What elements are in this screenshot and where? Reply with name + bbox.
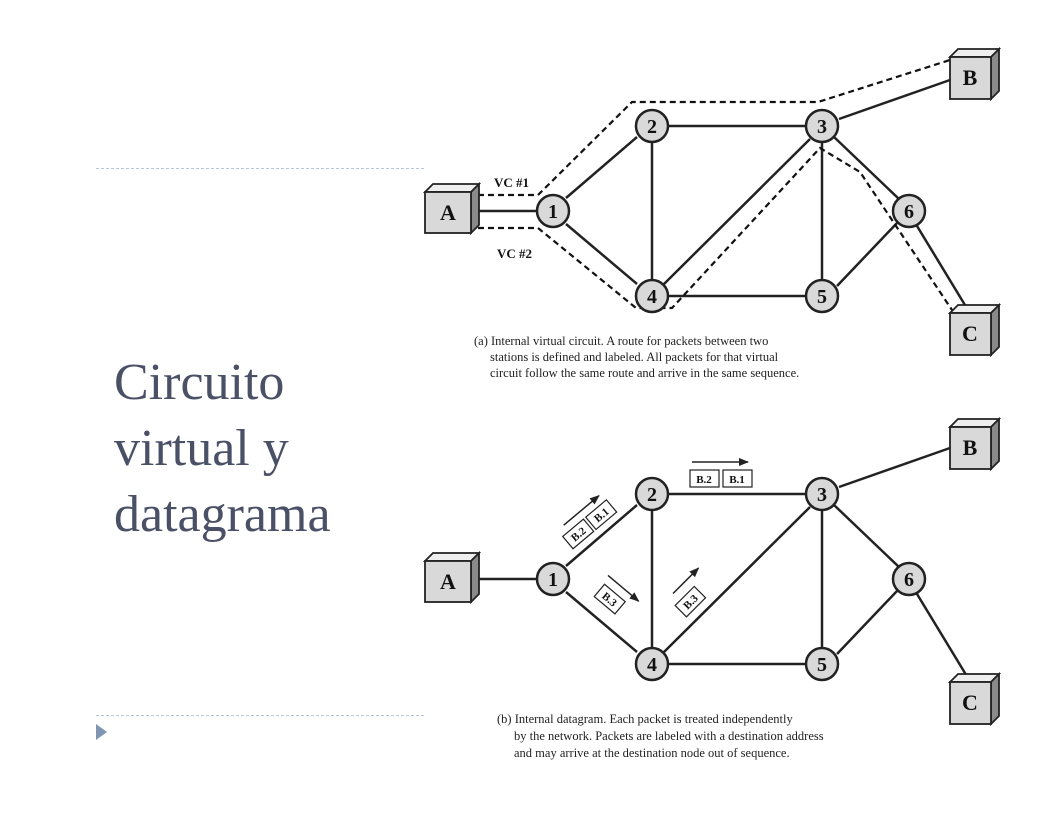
node-3-b: 3 [804, 476, 840, 512]
links-a [471, 78, 970, 311]
host-label: A [440, 200, 456, 225]
host-c-a: C [947, 302, 1002, 358]
slide-title-line-3: datagrama [114, 486, 331, 543]
arrow-up-right-icon [563, 494, 600, 526]
node-label: 4 [647, 286, 657, 308]
diagram-datagram: A B C 1 2 3 4 [422, 416, 1002, 760]
host-label: B [963, 435, 978, 460]
node-label: 6 [904, 201, 914, 223]
packets-link-1-2: B.2 B.1 [561, 494, 618, 550]
arrow-up-right-icon [672, 567, 700, 595]
slide-title-line-2: virtual y [114, 420, 289, 477]
caption-line: circuit follow the same route and arrive… [490, 366, 799, 380]
packet-box [584, 498, 618, 531]
host-b-b: B [947, 416, 1002, 472]
node-label: 1 [548, 201, 558, 223]
bottom-divider [96, 715, 424, 716]
packet-box [674, 585, 707, 618]
links-b [471, 446, 970, 679]
node-1-b: 1 [535, 561, 571, 597]
packet-label: B.1 [729, 474, 745, 486]
host-a-a: A [422, 181, 482, 236]
arrow-down-right-icon [607, 574, 640, 602]
packet-box [561, 518, 595, 550]
host-label: A [440, 569, 456, 594]
packet-label: B.2 [696, 474, 712, 486]
node-label: 6 [904, 569, 914, 591]
node-1-a: 1 [535, 193, 571, 229]
node-label: 1 [548, 569, 558, 591]
vc-2-path [478, 146, 953, 311]
host-label: C [962, 690, 978, 715]
node-label: 5 [817, 286, 827, 308]
packet-box [593, 583, 627, 615]
packet-box [689, 469, 720, 488]
node-4-a: 4 [634, 278, 670, 314]
caption-line: stations is defined and labeled. All pac… [490, 350, 779, 364]
caption-line: (a) Internal virtual circuit. A route fo… [474, 334, 768, 348]
node-label: 2 [647, 116, 657, 138]
slide-title-line-1: Circuito [114, 354, 285, 411]
host-b-a: B [947, 46, 1002, 102]
node-5-b: 5 [804, 646, 840, 682]
node-label: 2 [647, 484, 657, 506]
caption-line: (b) Internal datagram. Each packet is tr… [497, 712, 793, 726]
packets-link-2-3: B.2 B.1 [689, 458, 753, 488]
node-label: 4 [647, 654, 657, 676]
node-4-b: 4 [634, 646, 670, 682]
host-label: C [962, 321, 978, 346]
vc-1-label: VC #1 [494, 175, 529, 190]
node-6-b: 6 [891, 561, 927, 597]
vc-paths [478, 58, 953, 311]
caption-line: by the network. Packets are labeled with… [514, 729, 824, 743]
node-label: 5 [817, 654, 827, 676]
top-divider [96, 168, 424, 169]
diagram-virtual-circuit: A B C 1 2 3 4 [422, 46, 1002, 380]
caption-line: and may arrive at the destination node o… [514, 746, 790, 760]
node-3-a: 3 [804, 108, 840, 144]
caption-b: (b) Internal datagram. Each packet is tr… [497, 712, 824, 760]
node-5-a: 5 [804, 278, 840, 314]
node-6-a: 6 [891, 193, 927, 229]
vc-2-label: VC #2 [497, 246, 532, 261]
host-c-b: C [947, 671, 1002, 727]
packet-link-1-4: B.3 [593, 574, 640, 615]
packet-link-4-3: B.3 [672, 567, 707, 618]
play-triangle-icon [96, 724, 107, 740]
host-label: B [963, 65, 978, 90]
node-label: 3 [817, 484, 827, 506]
node-2-b: 2 [634, 476, 670, 512]
slide-title: Circuito virtual y datagrama [114, 350, 414, 548]
vc-1-path [478, 58, 951, 197]
node-2-a: 2 [634, 108, 670, 144]
node-label: 3 [817, 116, 827, 138]
packet-box [722, 469, 753, 488]
host-a-b: A [422, 550, 482, 605]
caption-a: (a) Internal virtual circuit. A route fo… [474, 334, 799, 380]
